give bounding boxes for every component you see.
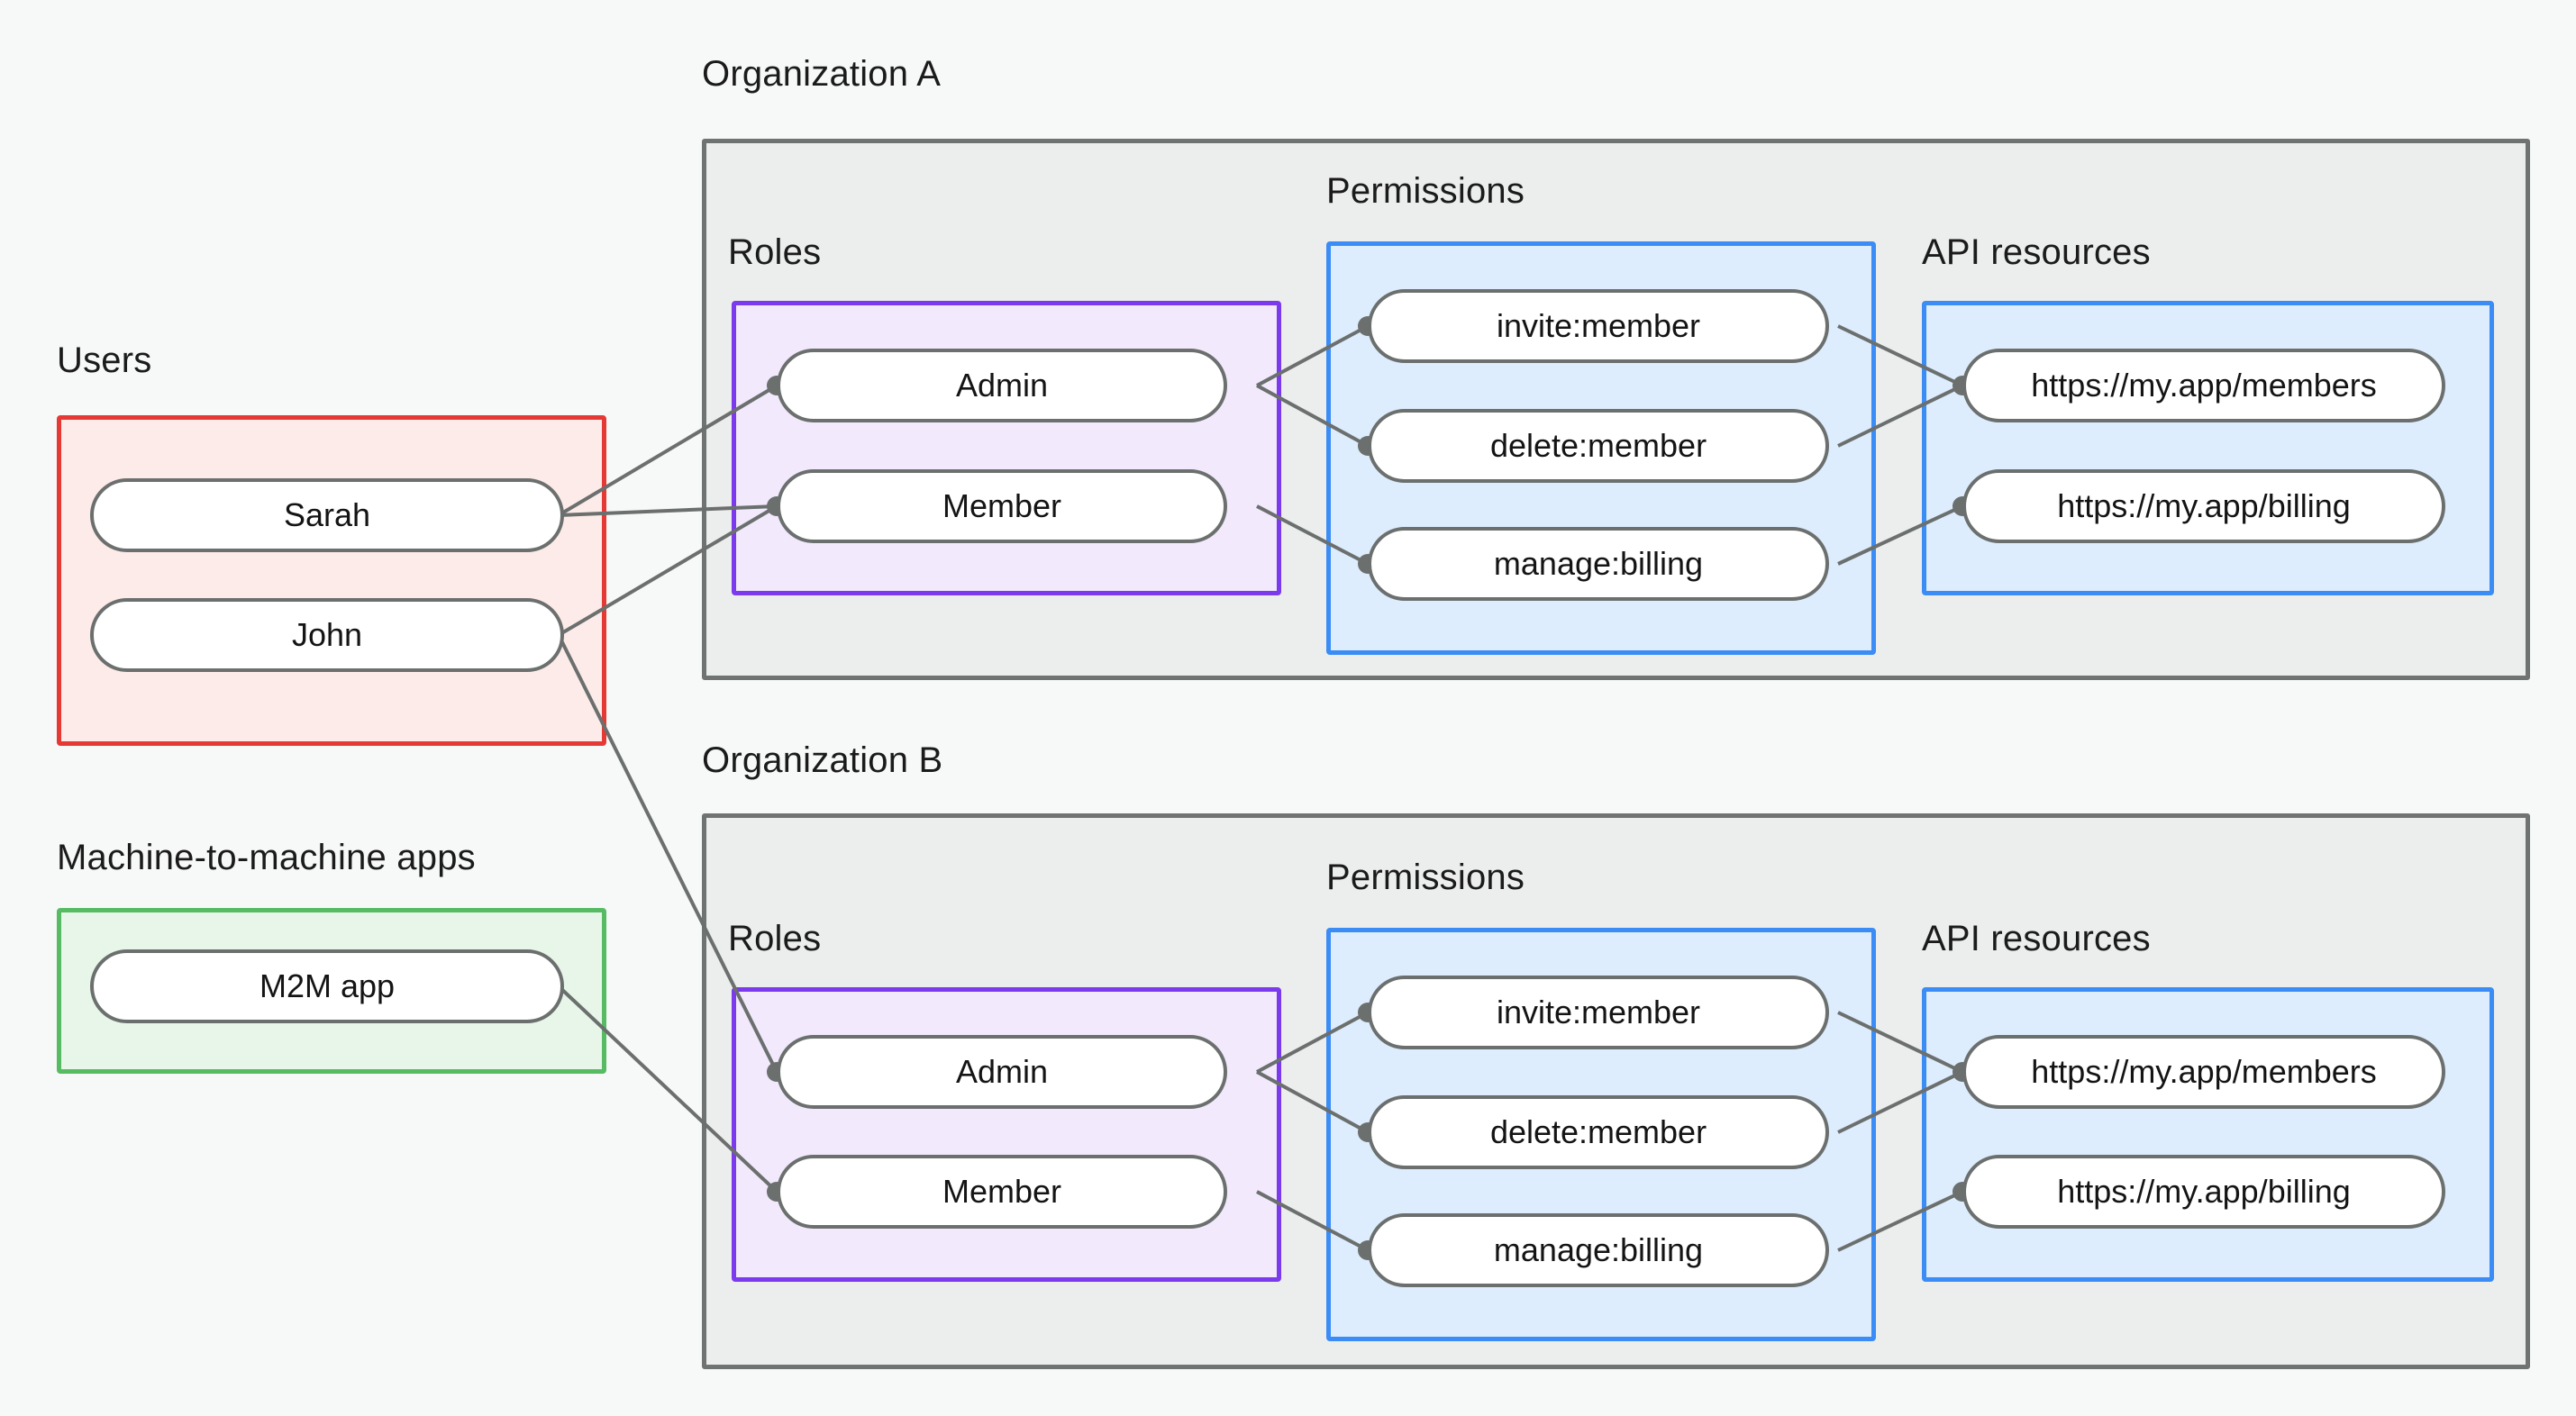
permission-node-delete-member-b[interactable]: delete:member	[1368, 1095, 1829, 1169]
permission-node-manage-billing-a[interactable]: manage:billing	[1368, 527, 1829, 601]
permission-node-invite-member-b[interactable]: invite:member	[1368, 976, 1829, 1049]
user-node-john[interactable]: John	[90, 598, 564, 672]
m2m-node-app[interactable]: M2M app	[90, 949, 564, 1023]
org-b-roles-label: Roles	[728, 919, 822, 958]
org-a-roles-cluster	[732, 301, 1281, 595]
org-a-title: Organization A	[702, 54, 942, 94]
users-label: Users	[57, 340, 152, 380]
role-node-member-a[interactable]: Member	[777, 469, 1227, 543]
m2m-apps-label: Machine-to-machine apps	[57, 838, 476, 877]
permission-node-invite-member-a[interactable]: invite:member	[1368, 289, 1829, 363]
api-node-members-a[interactable]: https://my.app/members	[1962, 349, 2445, 422]
permission-node-delete-member-a[interactable]: delete:member	[1368, 409, 1829, 483]
permission-node-manage-billing-b[interactable]: manage:billing	[1368, 1213, 1829, 1287]
org-a-api-cluster	[1922, 301, 2494, 595]
api-node-billing-a[interactable]: https://my.app/billing	[1962, 469, 2445, 543]
org-b-api-resources-label: API resources	[1922, 919, 2151, 958]
org-b-roles-cluster	[732, 987, 1281, 1282]
user-node-sarah[interactable]: Sarah	[90, 478, 564, 552]
org-b-permissions-label: Permissions	[1326, 858, 1525, 897]
users-cluster	[57, 415, 606, 746]
org-a-permissions-label: Permissions	[1326, 171, 1525, 211]
org-b-api-cluster	[1922, 987, 2494, 1282]
role-node-admin-b[interactable]: Admin	[777, 1035, 1227, 1109]
api-node-billing-b[interactable]: https://my.app/billing	[1962, 1155, 2445, 1229]
role-node-member-b[interactable]: Member	[777, 1155, 1227, 1229]
api-node-members-b[interactable]: https://my.app/members	[1962, 1035, 2445, 1109]
org-b-title: Organization B	[702, 740, 943, 780]
org-a-roles-label: Roles	[728, 232, 822, 272]
role-node-admin-a[interactable]: Admin	[777, 349, 1227, 422]
org-a-api-resources-label: API resources	[1922, 232, 2151, 272]
